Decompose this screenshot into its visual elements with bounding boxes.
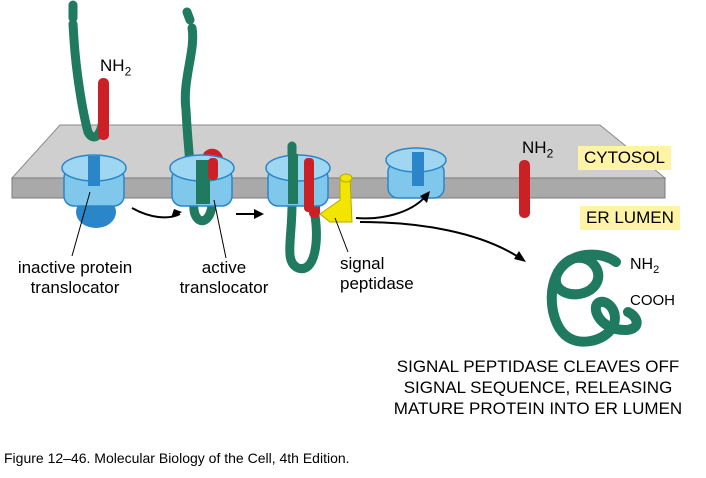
step-arrows: [131, 191, 526, 262]
diagram-caption: SIGNAL PEPTIDASE CLEAVES OFF SIGNAL SEQU…: [393, 357, 683, 418]
signal-peptidase-label: signal peptidase: [340, 254, 414, 293]
nh2-label-1: NH2: [100, 56, 132, 79]
active-translocator: [169, 154, 235, 207]
mature-protein: [546, 249, 642, 347]
signal-peptidase: [319, 173, 353, 223]
active-translocator-label: active translocator: [179, 258, 269, 297]
cytosol-label: CYTOSOL: [578, 146, 671, 170]
inactive-translocator-label: inactive protein translocator: [17, 258, 133, 297]
translocator-4: [385, 147, 447, 199]
cooh-label: COOH: [630, 292, 675, 309]
nh2-label-2: NH2: [522, 138, 554, 161]
leader-lines: [71, 191, 349, 259]
nh2-label-3: NH2: [630, 256, 660, 277]
protein-chain-1: [68, 0, 109, 142]
er-lumen-label: ER LUMEN: [580, 206, 680, 230]
inactive-translocator: [61, 154, 127, 228]
translocator-3: [265, 154, 331, 212]
released-signal-sequence: [519, 160, 530, 218]
figure-caption: Figure 12–46. Molecular Biology of the C…: [4, 450, 350, 466]
signal-sequence-1: [98, 78, 109, 140]
